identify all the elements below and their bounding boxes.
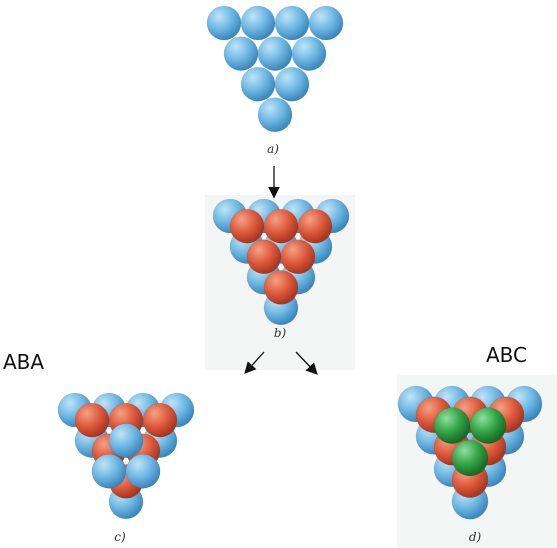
diagram-b-layer2-sphere bbox=[280, 239, 316, 275]
diagram-b-layer2-sphere bbox=[263, 270, 299, 305]
caption-d: d) bbox=[469, 530, 482, 544]
diagram-a-layer1-sphere bbox=[206, 5, 242, 41]
diagram-a-layer1-sphere bbox=[240, 66, 276, 102]
diagram-c-layer3-sphere bbox=[125, 453, 161, 489]
diagram-d-layer3-sphere bbox=[469, 407, 507, 444]
diagram-d-layer3-sphere bbox=[451, 439, 489, 477]
diagram-b-layer2-sphere bbox=[263, 208, 299, 244]
diagram-d-spheres bbox=[397, 385, 543, 520]
diagram-b-layer2-sphere bbox=[297, 208, 333, 244]
arrow-b-to-d bbox=[295, 351, 318, 375]
diagram-c-layer2-sphere bbox=[142, 402, 178, 438]
label-aba: ABA bbox=[3, 350, 44, 374]
caption-a: a) bbox=[267, 142, 279, 156]
diagram-c-layer2-sphere bbox=[74, 402, 110, 438]
diagram-a-layer1-sphere bbox=[308, 5, 344, 41]
arrow-b-to-c bbox=[244, 351, 265, 374]
diagram-a-layer1-sphere bbox=[240, 5, 276, 41]
caption-b: b) bbox=[274, 326, 287, 340]
diagram-b-spheres bbox=[212, 198, 350, 326]
diagram-a-layer1-sphere bbox=[274, 5, 310, 41]
diagram-a-layer1-sphere bbox=[257, 36, 293, 71]
caption-c: c) bbox=[114, 530, 126, 544]
diagram-a-layer1-sphere bbox=[291, 36, 327, 71]
diagram-a-layer1-sphere bbox=[257, 97, 293, 133]
diagram-a-layer1-sphere bbox=[274, 66, 310, 102]
diagram-d-layer3-sphere bbox=[433, 407, 471, 444]
diagram-b-layer2-sphere bbox=[246, 239, 282, 275]
diagram-c-layer3-sphere bbox=[108, 423, 144, 458]
diagram-b-layer2-sphere bbox=[229, 208, 265, 244]
diagram-a-layer1-sphere bbox=[223, 36, 259, 71]
diagram-a-spheres bbox=[206, 5, 344, 133]
label-abc: ABC bbox=[486, 343, 527, 367]
diagram-c-layer3-sphere bbox=[91, 453, 127, 489]
diagram-c-spheres bbox=[57, 392, 195, 520]
